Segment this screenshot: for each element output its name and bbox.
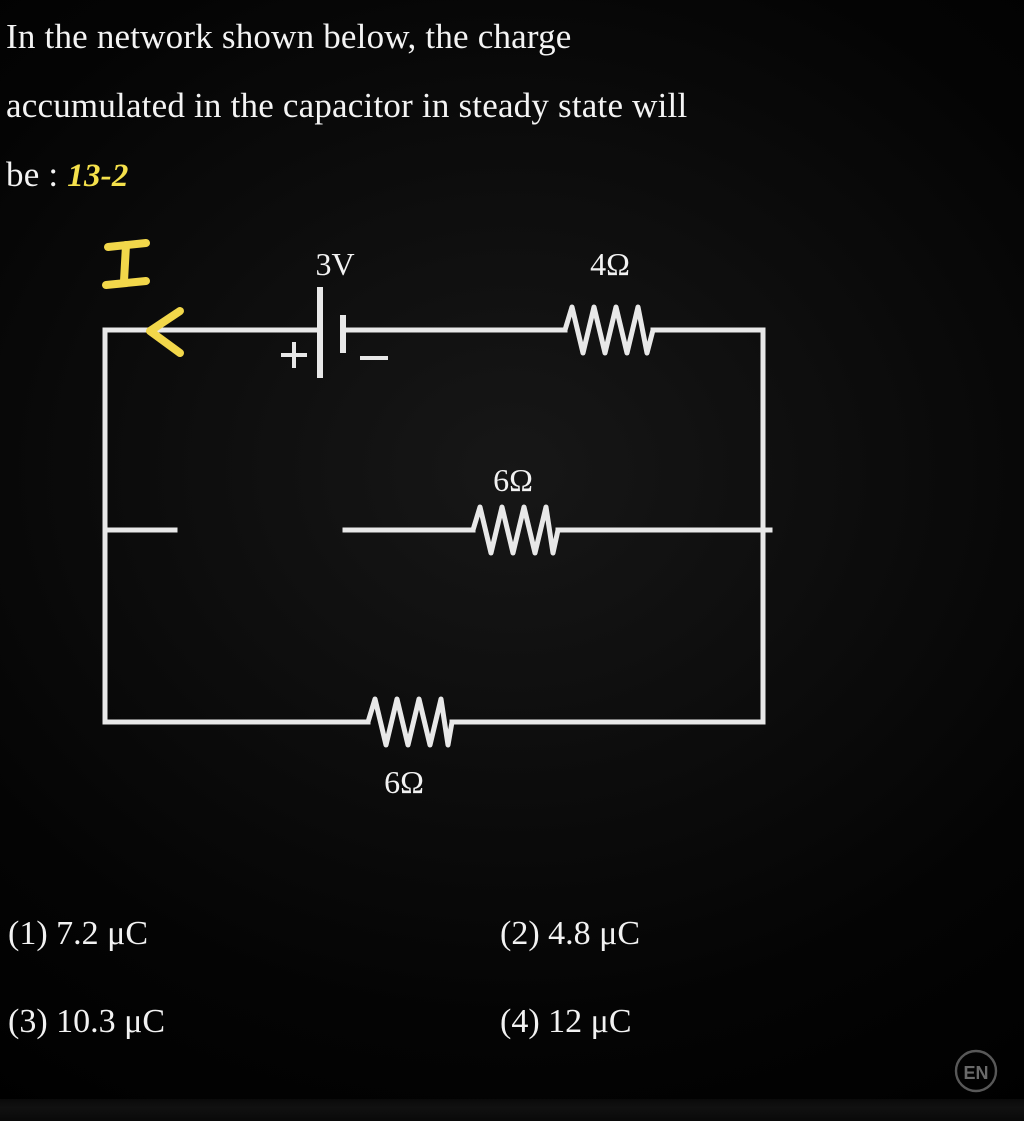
current-label-annotation bbox=[102, 239, 150, 289]
question-line-3: be : 13-2 bbox=[6, 140, 996, 211]
question-word: shown bbox=[221, 17, 315, 56]
question-prefix: be : bbox=[6, 155, 59, 194]
option-value: 7.2 μC bbox=[56, 915, 149, 952]
question-word: below, bbox=[323, 17, 417, 56]
option-1[interactable]: (1) 7.2 μC bbox=[8, 915, 148, 953]
brand-watermark: EN bbox=[952, 1047, 1000, 1095]
question-word: in bbox=[194, 86, 222, 125]
battery-voltage-label: 3V bbox=[315, 246, 354, 282]
question-word: in bbox=[421, 86, 450, 125]
question-word: accumulated bbox=[6, 86, 186, 125]
option-number: (3) bbox=[8, 1003, 48, 1040]
option-number: (1) bbox=[8, 915, 48, 952]
question-word: steady bbox=[458, 86, 550, 125]
question-word: In bbox=[6, 17, 36, 56]
question-word: network bbox=[96, 17, 213, 56]
question-line-1: In the network shown below, the charge bbox=[6, 2, 991, 71]
current-direction-arrow bbox=[146, 307, 184, 357]
option-number: (2) bbox=[500, 915, 540, 952]
resistor-6ohm-bottom-symbol bbox=[365, 696, 455, 748]
question-tag: 13-2 bbox=[67, 158, 129, 194]
options-list: (1) 7.2 μC (2) 4.8 μC (3) 10.3 μC (4) 12… bbox=[0, 915, 1024, 1091]
option-3[interactable]: (3) 10.3 μC bbox=[8, 1003, 165, 1041]
question-line-2: accumulated in the capacitor in steady s… bbox=[6, 71, 991, 140]
question-word: state bbox=[558, 86, 624, 125]
question-word: the bbox=[230, 86, 274, 125]
battery-plus-sign bbox=[281, 342, 307, 368]
option-4[interactable]: (4) 12 μC bbox=[500, 1003, 632, 1041]
watermark-label: EN bbox=[963, 1063, 988, 1083]
question-word: capacitor bbox=[282, 86, 413, 125]
question-word: the bbox=[44, 17, 88, 56]
option-value: 12 μC bbox=[548, 1003, 632, 1040]
question-text: In the network shown below, the charge a… bbox=[6, 2, 996, 211]
question-word: charge bbox=[477, 17, 572, 56]
option-value: 4.8 μC bbox=[548, 915, 641, 952]
option-number: (4) bbox=[500, 1003, 540, 1040]
resistor-6ohm-bottom-label: 6Ω bbox=[384, 764, 424, 800]
options-row-1: (1) 7.2 μC (2) 4.8 μC bbox=[0, 915, 1024, 1003]
question-word: the bbox=[425, 17, 469, 56]
option-value: 10.3 μC bbox=[56, 1003, 166, 1040]
option-2[interactable]: (2) 4.8 μC bbox=[500, 915, 640, 953]
circuit-diagram: 3V 4Ω 6Ω 6Ω bbox=[0, 225, 1024, 815]
question-word: will bbox=[632, 86, 688, 125]
resistor-6ohm-middle-label: 6Ω bbox=[493, 462, 533, 498]
resistor-4ohm-label: 4Ω bbox=[590, 246, 630, 282]
resistor-6ohm-middle-symbol bbox=[470, 504, 561, 556]
resistor-4ohm-symbol bbox=[562, 304, 656, 356]
watermark-circle-icon bbox=[954, 1049, 998, 1093]
bottom-edge-strip bbox=[0, 1099, 1024, 1121]
options-row-2: (3) 10.3 μC (4) 12 μC bbox=[0, 1003, 1024, 1091]
